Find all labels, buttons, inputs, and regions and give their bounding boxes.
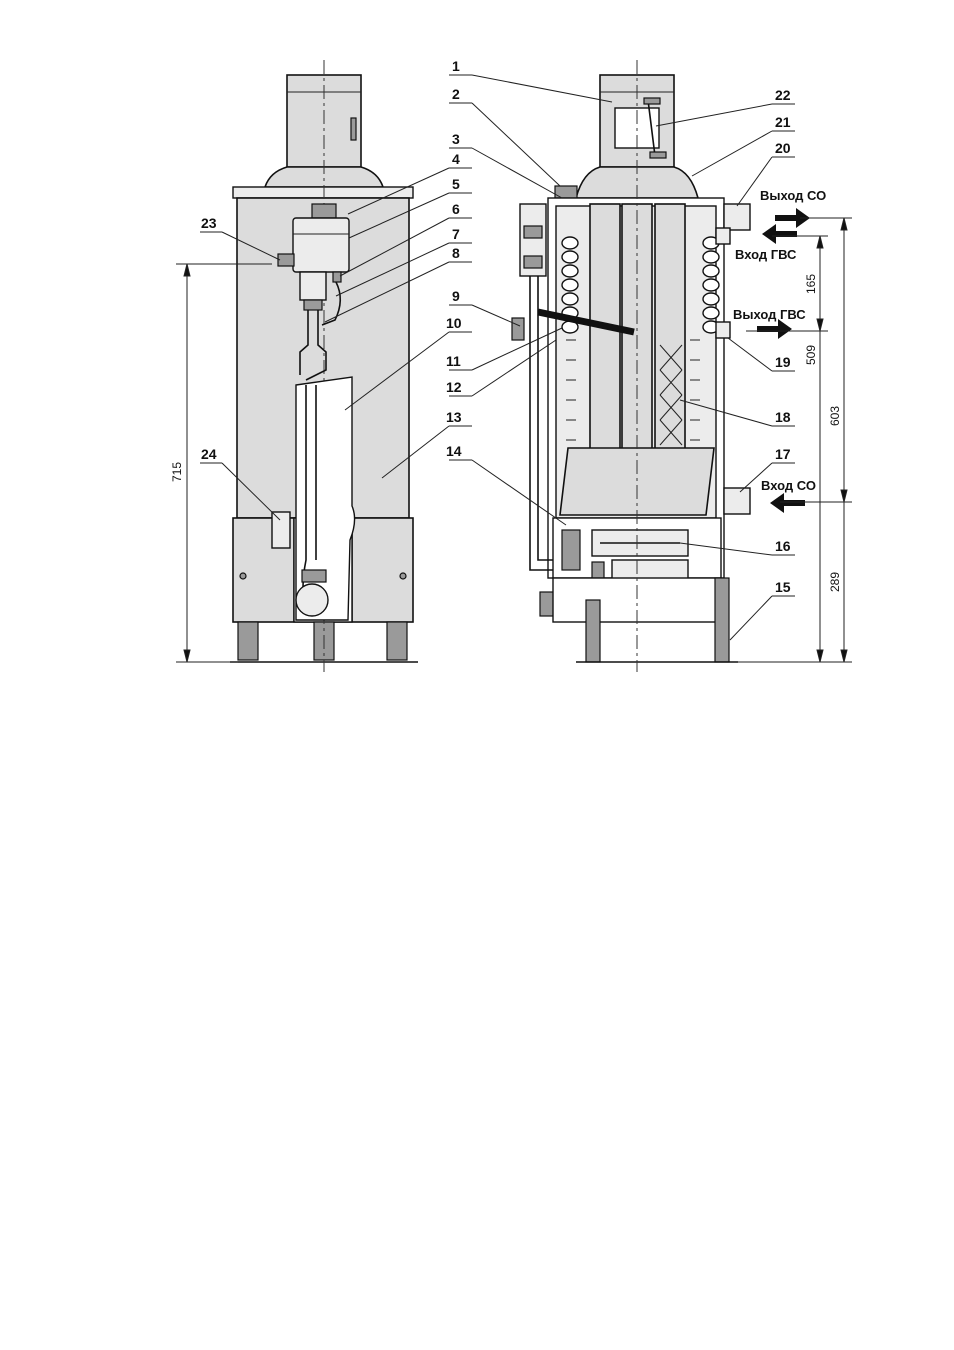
heating-inlet-nozzle bbox=[724, 488, 750, 514]
callout-16: 16 bbox=[775, 538, 791, 554]
callout-20: 20 bbox=[775, 140, 791, 156]
arrow-left-icon bbox=[762, 224, 797, 244]
dhw-inlet-nozzle bbox=[716, 228, 730, 244]
callout-22: 22 bbox=[775, 87, 791, 103]
dim-509: 509 bbox=[804, 345, 818, 365]
right-view bbox=[512, 60, 750, 672]
callout-14: 14 bbox=[446, 443, 462, 459]
callout-17: 17 bbox=[775, 446, 791, 462]
dim-165: 165 bbox=[804, 274, 818, 294]
dhw-outlet-nozzle bbox=[716, 322, 730, 338]
callout-23: 23 bbox=[201, 215, 217, 231]
flue-tube bbox=[655, 204, 685, 454]
right-leg bbox=[715, 578, 729, 662]
callout-11: 11 bbox=[446, 353, 461, 369]
callout-6: 6 bbox=[452, 201, 460, 217]
thermocouple-bracket bbox=[272, 512, 290, 548]
left-view bbox=[230, 60, 418, 672]
callout-2: 2 bbox=[452, 86, 460, 102]
callout-19: 19 bbox=[775, 354, 791, 370]
dim-715: 715 bbox=[170, 462, 184, 482]
label-dhw-in: Вход ГВС bbox=[735, 247, 797, 262]
callout-3: 3 bbox=[452, 131, 460, 147]
label-heating-in: Вход СО bbox=[761, 478, 816, 493]
gas-valve-knob bbox=[312, 204, 336, 218]
heating-outlet-nozzle bbox=[724, 204, 750, 230]
left-leg bbox=[238, 622, 258, 660]
left-cutaway bbox=[296, 377, 355, 620]
callout-13: 13 bbox=[446, 409, 462, 425]
callout-1: 1 bbox=[452, 58, 460, 74]
callout-5: 5 bbox=[452, 176, 460, 192]
label-heating-out: Выход СО bbox=[760, 188, 826, 203]
label-dhw-out: Выход ГВС bbox=[733, 307, 806, 322]
dim-603: 603 bbox=[828, 406, 842, 426]
callout-7: 7 bbox=[452, 226, 460, 242]
callout-21: 21 bbox=[775, 114, 791, 130]
left-leg bbox=[387, 622, 407, 660]
callout-8: 8 bbox=[452, 245, 460, 261]
callout-10: 10 bbox=[446, 315, 462, 331]
right-leg bbox=[586, 600, 600, 662]
callout-15: 15 bbox=[775, 579, 791, 595]
dim-289: 289 bbox=[828, 572, 842, 592]
callout-12: 12 bbox=[446, 379, 462, 395]
arrow-right-icon bbox=[757, 319, 792, 339]
callout-9: 9 bbox=[452, 288, 460, 304]
callout-24: 24 bbox=[201, 446, 217, 462]
arrow-left-icon bbox=[770, 493, 805, 513]
callout-18: 18 bbox=[775, 409, 791, 425]
callout-4: 4 bbox=[452, 151, 460, 167]
gas-control-valve bbox=[293, 218, 349, 272]
